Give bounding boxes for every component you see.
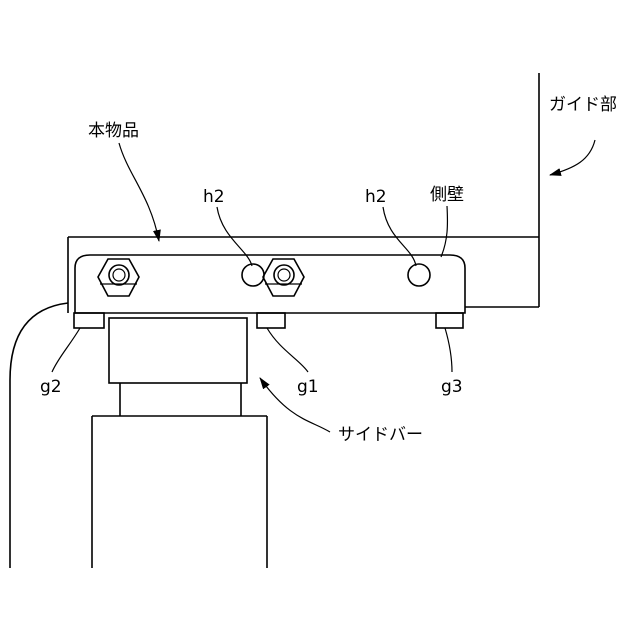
gap-block-g2 (74, 313, 104, 328)
label-h2-left: h2 (203, 187, 225, 207)
label-side-wall: 側壁 (430, 185, 464, 205)
label-g2: g2 (40, 377, 62, 397)
gap-block-g3 (436, 313, 463, 328)
gap-block-g1 (257, 313, 285, 328)
label-h2-right: h2 (365, 187, 387, 207)
label-product: 本物品 (88, 121, 139, 141)
nut-left (98, 259, 139, 296)
label-g3: g3 (441, 377, 463, 397)
hole-h2-left (242, 264, 264, 286)
label-guide: ガイド部 (549, 95, 617, 115)
nut-middle (263, 259, 304, 296)
left-curve-outline (10, 303, 68, 568)
label-g1: g1 (297, 377, 319, 397)
hole-h2-right (408, 264, 430, 286)
side-bar (92, 318, 267, 568)
label-side-bar: サイドバー (338, 425, 423, 445)
